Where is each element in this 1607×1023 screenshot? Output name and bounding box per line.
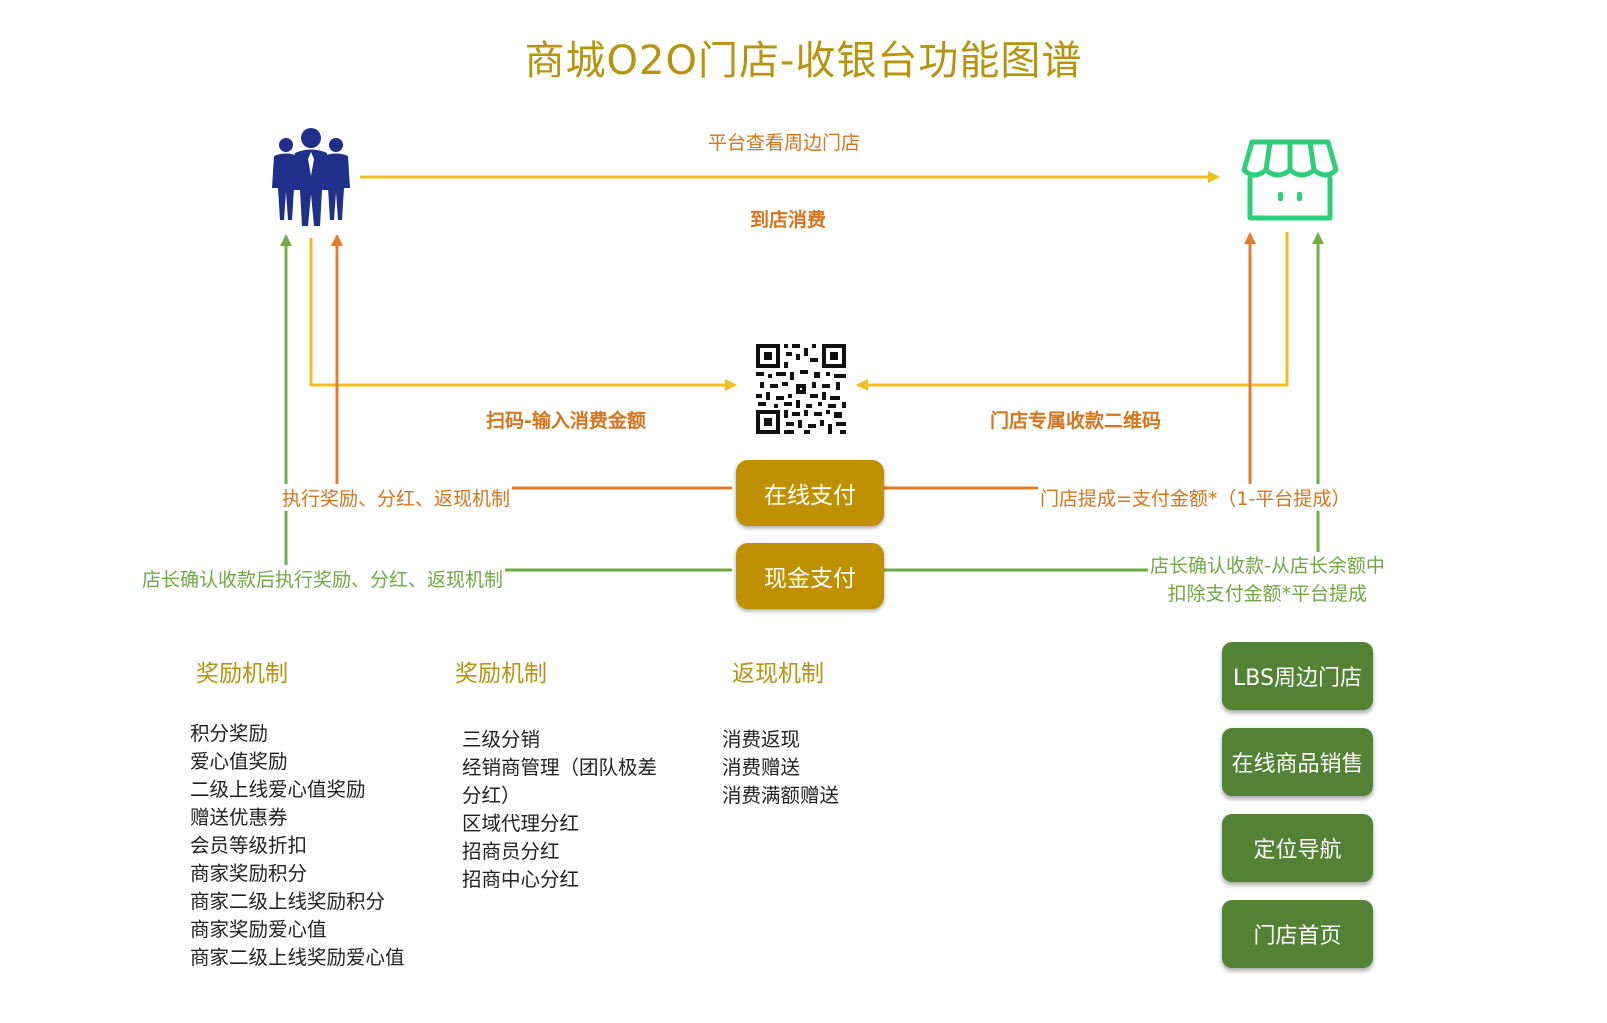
page-title: 商城O2O门店-收银台功能图谱 xyxy=(524,38,1083,84)
list-item: 区域代理分红 xyxy=(462,812,580,835)
list-item: 消费赠送 xyxy=(722,756,801,779)
distribution-mechanism-list: 三级分销 经销商管理（团队极差分红） 区域代理分红 招商员分红 招商中心分红 xyxy=(462,726,657,894)
storefront-icon xyxy=(1241,139,1339,221)
list-item: 赠送优惠券 xyxy=(190,806,288,829)
list-item: 会员等级折扣 xyxy=(190,834,308,857)
list-item: 商家二级上线奖励积分 xyxy=(190,890,386,913)
label-store-qr-code: 门店专属收款二维码 xyxy=(990,410,1162,432)
list-item: 消费满额赠送 xyxy=(722,784,840,807)
arrow-scan-to-qr xyxy=(309,238,737,391)
people-group-icon xyxy=(272,128,350,226)
arrow-store-to-qr xyxy=(856,232,1289,391)
arrow-cash-to-people xyxy=(280,234,732,572)
reward-mechanism-list: 积分奖励 爱心值奖励 二级上线爱心值奖励 赠送优惠券 会员等级折扣 商家奖励积分… xyxy=(190,720,405,972)
list-item: 三级分销 xyxy=(462,728,541,751)
distribution-mechanism-heading: 奖励机制 xyxy=(455,661,547,687)
qr-code-icon xyxy=(756,344,846,434)
list-item: 爱心值奖励 xyxy=(190,750,288,773)
list-item: 商家二级上线奖励爱心值 xyxy=(190,946,405,969)
label-cash-deduct-line2: 扣除支付金额*平台提成 xyxy=(1167,583,1368,605)
label-view-nearby-stores: 平台查看周边门店 xyxy=(708,132,861,154)
cashback-mechanism-list: 消费返现 消费赠送 消费满额赠送 xyxy=(722,726,839,810)
list-item: 积分奖励 xyxy=(190,722,269,745)
arrow-online-to-people xyxy=(331,234,732,490)
arrow-cash-to-store xyxy=(880,232,1324,572)
label-cash-execute-rewards: 店长确认收款后执行奖励、分红、返现机制 xyxy=(140,565,506,592)
location-navigation-button[interactable]: 定位导航 xyxy=(1222,814,1373,882)
store-homepage-button[interactable]: 门店首页 xyxy=(1222,900,1373,968)
label-store-commission: 门店提成=支付金额*（1-平台提成） xyxy=(1038,484,1353,511)
label-cash-deduct: 店长确认收款-从店长余额中 扣除支付金额*平台提成 xyxy=(1148,552,1387,608)
reward-mechanism-heading: 奖励机制 xyxy=(196,661,288,687)
label-cash-deduct-line1: 店长确认收款-从店长余额中 xyxy=(1150,555,1385,577)
online-goods-sales-button[interactable]: 在线商品销售 xyxy=(1222,728,1373,796)
list-item: 招商员分红 xyxy=(462,840,560,863)
arrow-online-to-store xyxy=(880,232,1256,490)
label-online-execute-rewards: 执行奖励、分红、返现机制 xyxy=(280,484,513,511)
cashback-mechanism-heading: 返现机制 xyxy=(732,661,824,687)
list-item: 商家奖励积分 xyxy=(190,862,308,885)
label-in-store-consumption: 到店消费 xyxy=(750,209,827,231)
list-item: 二级上线爱心值奖励 xyxy=(190,778,366,801)
online-pay-button[interactable]: 在线支付 xyxy=(736,460,884,526)
list-item: 经销商管理（团队极差分红） xyxy=(462,756,658,807)
list-item: 商家奖励爱心值 xyxy=(190,918,327,941)
lbs-nearby-stores-button[interactable]: LBS周边门店 xyxy=(1222,642,1373,710)
label-scan-enter-amount: 扫码-输入消费金额 xyxy=(486,410,646,432)
list-item: 消费返现 xyxy=(722,728,801,751)
list-item: 招商中心分红 xyxy=(462,868,580,891)
cash-pay-button[interactable]: 现金支付 xyxy=(736,543,884,609)
